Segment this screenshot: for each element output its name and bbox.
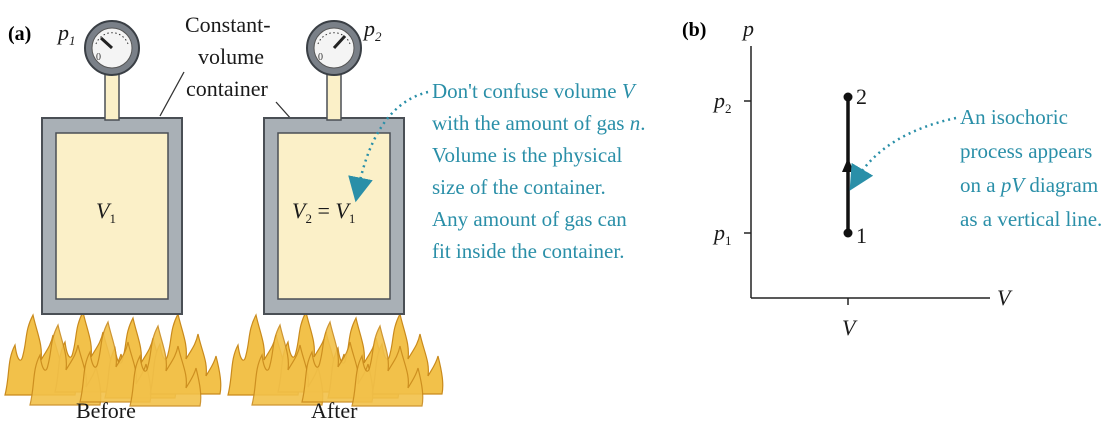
panel-b-label: (b) bbox=[682, 19, 706, 41]
before-volume-label: V1 bbox=[96, 198, 116, 226]
after-gas bbox=[277, 132, 391, 300]
before-pressure-label: p1 bbox=[56, 20, 76, 48]
point-1 bbox=[843, 228, 853, 238]
note-a: Don't confuse volume V with the amount o… bbox=[432, 79, 645, 263]
note-b-line-4: as a vertical line. bbox=[960, 207, 1102, 231]
after-pressure-label: p2 bbox=[362, 16, 382, 44]
point-2-label: 2 bbox=[856, 84, 867, 109]
y-axis-label: p bbox=[741, 16, 754, 41]
point-1-label: 1 bbox=[856, 223, 867, 248]
svg-text:0: 0 bbox=[318, 52, 323, 63]
after-gauge-needle bbox=[332, 34, 347, 50]
note-a-line-4: size of the container. bbox=[432, 175, 606, 199]
callout-line-2: volume bbox=[198, 44, 264, 69]
note-b-arrow bbox=[849, 116, 957, 191]
note-b: An isochoric process appears on a pV dia… bbox=[960, 105, 1102, 231]
before-flames bbox=[4, 311, 222, 407]
panel-a-label: (a) bbox=[8, 23, 31, 45]
after-apparatus: 0 p2 V2 = V1 After bbox=[227, 16, 444, 423]
callout-line-1: Constant- bbox=[185, 12, 271, 37]
svg-text:0: 0 bbox=[96, 52, 101, 63]
before-gauge-needle bbox=[99, 36, 114, 50]
note-a-line-5: Any amount of gas can bbox=[432, 207, 627, 231]
process-direction-arrow bbox=[842, 158, 854, 172]
after-gauge-stem bbox=[326, 71, 342, 121]
after-caption: After bbox=[311, 398, 358, 423]
after-volume-label: V2 = V1 bbox=[292, 198, 355, 226]
after-flames bbox=[227, 311, 444, 407]
note-b-line-2: process appears bbox=[960, 139, 1092, 163]
note-a-line-2: with the amount of gas n. bbox=[432, 111, 645, 135]
note-a-line-1: Don't confuse volume V bbox=[432, 79, 637, 103]
before-apparatus: 0 p1 V1 Before bbox=[4, 20, 222, 423]
note-a-line-6: fit inside the container. bbox=[432, 239, 624, 263]
x-axis-label: V bbox=[997, 285, 1013, 310]
callout-line-3: container bbox=[186, 76, 269, 101]
callout-leader-before bbox=[159, 71, 185, 117]
tick-label-p2: p2 bbox=[712, 88, 732, 116]
container-callout: Constant- volume container bbox=[159, 12, 293, 121]
note-b-line-1: An isochoric bbox=[960, 105, 1068, 129]
note-b-line-3: on a pV diagram bbox=[960, 173, 1098, 197]
note-a-line-3: Volume is the physical bbox=[432, 143, 623, 167]
before-gas bbox=[55, 132, 169, 300]
before-caption: Before bbox=[76, 398, 136, 423]
note-a-arrow bbox=[348, 90, 429, 203]
tick-label-v: V bbox=[842, 315, 858, 340]
pv-diagram: p V p2 p1 V 2 1 bbox=[712, 16, 1013, 340]
tick-label-p1: p1 bbox=[712, 220, 732, 248]
point-2 bbox=[843, 92, 853, 102]
before-gauge-stem bbox=[104, 71, 120, 121]
